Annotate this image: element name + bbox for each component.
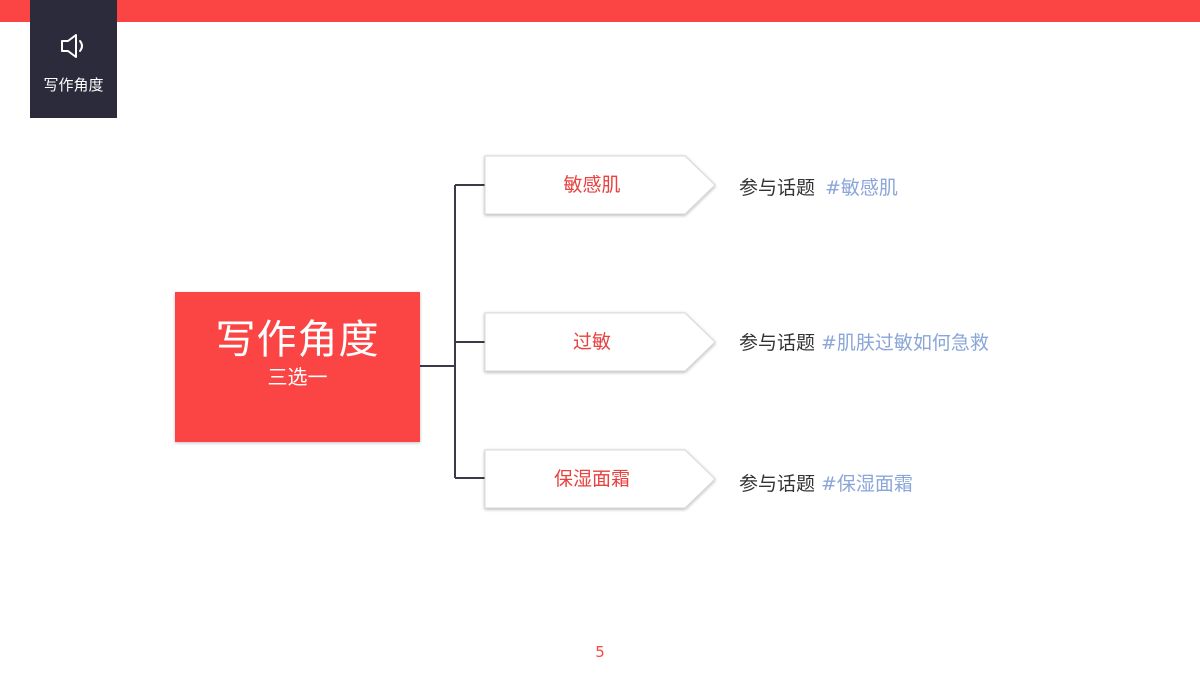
central-node: 写作角度 三选一	[175, 292, 420, 442]
topic-hashtag: #敏感肌	[825, 177, 898, 199]
section-badge: 写作角度	[30, 0, 117, 118]
branch-label-1: 敏感肌	[563, 174, 621, 196]
top-accent-bar	[0, 0, 1200, 22]
badge-label: 写作角度	[43, 76, 104, 94]
topic-row-2: 参与话题#肌肤过敏如何急救	[739, 331, 989, 355]
branch-label-2: 过敏	[572, 331, 611, 353]
central-node-subtitle: 三选一	[267, 365, 328, 389]
topic-prefix: 参与话题	[739, 473, 816, 495]
topic-prefix: 参与话题	[739, 332, 816, 354]
topic-hashtag: #肌肤过敏如何急救	[821, 332, 989, 354]
topic-row-3: 参与话题#保湿面霜	[739, 472, 913, 496]
branch-label-3: 保湿面霜	[553, 468, 630, 490]
page-number: 5	[595, 643, 605, 661]
central-node-title: 写作角度	[215, 317, 380, 363]
topic-prefix: 参与话题	[739, 177, 816, 199]
topic-hashtag: #保湿面霜	[821, 473, 913, 495]
speaker-icon	[61, 34, 83, 58]
topic-row-1: 参与话题 #敏感肌	[739, 176, 898, 200]
connector-lines	[420, 184, 485, 479]
